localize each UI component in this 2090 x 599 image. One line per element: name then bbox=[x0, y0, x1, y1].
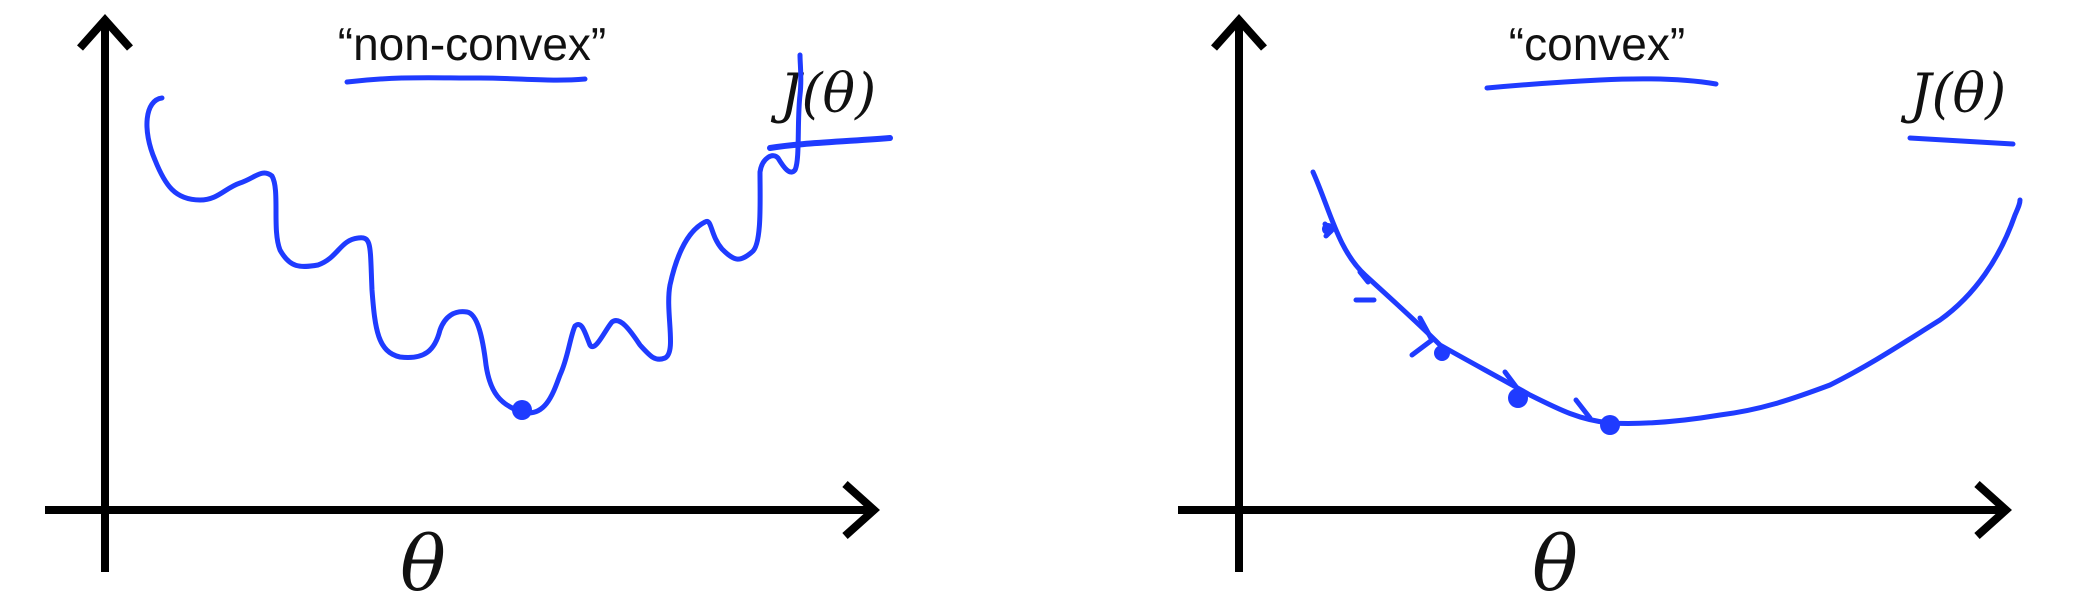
left-title: “non-convex” bbox=[338, 18, 606, 70]
right-title-underline bbox=[1484, 76, 1719, 91]
descent-point-1 bbox=[1322, 223, 1334, 235]
left-y-axis-arrowhead bbox=[77, 13, 133, 51]
right-x-axis-arrowhead bbox=[1974, 481, 2012, 539]
right-title: “convex” bbox=[1509, 18, 1685, 70]
right-x-axis-label: θ bbox=[1532, 519, 1578, 599]
left-x-axis-arrowhead bbox=[842, 481, 880, 539]
left-x-axis-label: θ bbox=[400, 519, 446, 599]
descent-point-2 bbox=[1434, 345, 1450, 361]
descent-step-mark-2 bbox=[1353, 269, 1377, 303]
left-minimum-point bbox=[512, 400, 532, 420]
non-convex-curve bbox=[144, 52, 804, 416]
non-convex-panel: “non-convex” J(θ) θ bbox=[45, 13, 893, 599]
descent-step-mark-3 bbox=[1409, 315, 1435, 358]
right-minimum-point bbox=[1600, 415, 1620, 435]
right-y-axis-arrowhead bbox=[1211, 13, 1267, 51]
left-title-underline bbox=[344, 75, 588, 85]
right-curve-label-underline bbox=[1907, 135, 2016, 147]
descent-point-3 bbox=[1508, 388, 1528, 408]
right-curve-label: J(θ) bbox=[1900, 62, 2006, 125]
left-curve-label-underline bbox=[767, 135, 893, 151]
convex-panel: “convex” J(θ) θ bbox=[1178, 13, 2023, 599]
descent-step-mark-5 bbox=[1573, 397, 1593, 421]
convex-curve bbox=[1310, 169, 2023, 426]
left-curve-label: J(θ) bbox=[770, 62, 876, 125]
